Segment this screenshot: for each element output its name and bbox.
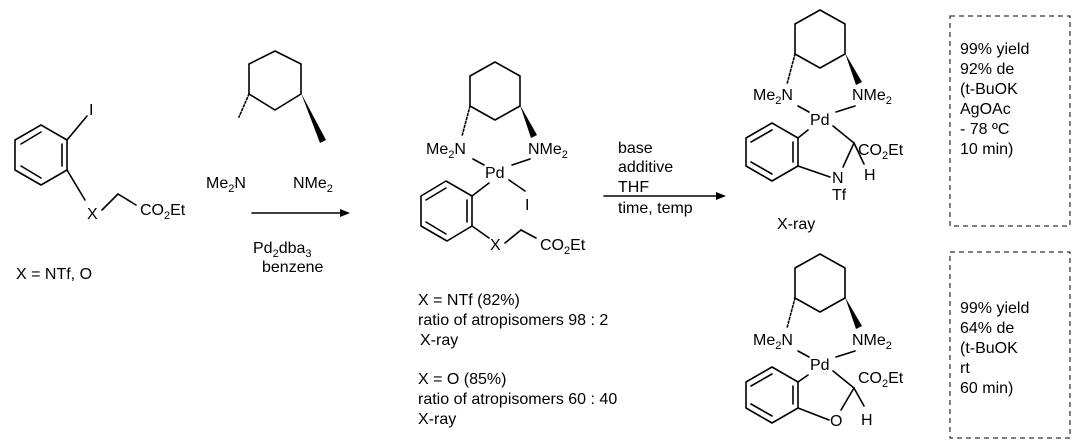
complex-ester-label: CO2Et xyxy=(540,237,586,257)
reaction-arrow-2 xyxy=(603,192,726,200)
box1-line: (t-BuOK xyxy=(960,81,1018,98)
palladium-complex: Me2N NMe2 Pd I X CO2Et xyxy=(420,61,586,257)
p2-benzene-ring xyxy=(745,366,799,424)
iodine-label: I xyxy=(89,102,93,119)
box2-line: 64% de xyxy=(960,320,1014,337)
complex-benzene-ring xyxy=(420,180,473,242)
box1-line: - 78 ºC xyxy=(960,121,1009,138)
p1-benzene-ring xyxy=(745,122,799,182)
box1-line: AgOAc xyxy=(960,101,1011,118)
p1-ester-label: CO2Et xyxy=(858,142,904,162)
result-ntf: X = NTf (82%) xyxy=(418,292,520,309)
c-i-bond xyxy=(66,115,88,141)
result-ntf-ratio: ratio of atropisomers 98 : 2 xyxy=(418,312,608,329)
box2-line: 60 min) xyxy=(960,380,1013,397)
p2-pd-label: Pd xyxy=(810,357,830,374)
box2-line: 99% yield xyxy=(960,300,1029,317)
box1-line: 10 min) xyxy=(960,141,1013,158)
result-o-xray: X-ray xyxy=(418,411,456,428)
result-o: X = O (85%) xyxy=(418,371,506,388)
p2-h-label: H xyxy=(861,412,873,429)
pd2dba3-label: Pd2dba3 xyxy=(253,240,312,260)
me2n-label: Me2N xyxy=(206,175,246,195)
complex-nme2-label: NMe2 xyxy=(528,141,568,161)
complex-pd-label: Pd xyxy=(485,165,505,182)
p2-nme2-label: NMe2 xyxy=(852,332,892,352)
condition-additive: additive xyxy=(618,159,673,176)
p1-n-label: N xyxy=(832,170,844,187)
product-ntf: Me2N NMe2 Pd CO2Et H N Tf X-ray xyxy=(745,9,904,233)
starting-material: I X CO2Et X = NTf, O xyxy=(14,102,186,283)
solvent-label: benzene xyxy=(262,259,323,276)
x-label: X xyxy=(87,206,98,223)
result-ntf-xray: X-ray xyxy=(420,332,458,349)
p1-me2n-label: Me2N xyxy=(753,87,793,107)
box2-line: rt xyxy=(960,360,970,377)
p1-h-label: H xyxy=(864,167,876,184)
condition-time: time, temp xyxy=(618,200,693,217)
box1-line: 92% de xyxy=(960,61,1014,78)
result-box-1: 99% yield 92% de (t-BuOK AgOAc - 78 ºC 1… xyxy=(949,15,1071,227)
box2-line: (t-BuOK xyxy=(960,340,1018,357)
p2-ester-label: CO2Et xyxy=(858,370,904,390)
x-definition: X = NTf, O xyxy=(16,266,92,283)
p1-tf-label: Tf xyxy=(832,187,847,204)
result-box-2: 99% yield 64% de (t-BuOK rt 60 min) xyxy=(949,251,1071,439)
complex-iodine-label: I xyxy=(525,197,529,214)
product-o: Me2N NMe2 Pd CO2Et H O xyxy=(745,253,904,430)
complex-x-label: X xyxy=(490,237,501,254)
p1-xray-label: X-ray xyxy=(777,216,815,233)
p2-o-label: O xyxy=(830,413,842,430)
nme2-label: NMe2 xyxy=(293,175,333,195)
box1-line: 99% yield xyxy=(960,41,1029,58)
condition-base: base xyxy=(618,140,653,157)
ester-label: CO2Et xyxy=(140,202,186,222)
p1-nme2-label: NMe2 xyxy=(852,87,892,107)
complex-me2n-label: Me2N xyxy=(426,141,466,161)
condition-solvent: THF xyxy=(618,179,649,196)
reaction-arrow-1 xyxy=(251,209,350,217)
complex-results: X = NTf (82%) ratio of atropisomers 98 :… xyxy=(418,292,617,428)
c-x-bond xyxy=(66,169,86,201)
p1-pd-label: Pd xyxy=(810,112,830,129)
p2-me2n-label: Me2N xyxy=(753,332,793,352)
starting-benzene-ring xyxy=(14,124,68,186)
diamine-reagent: Me2N NMe2 xyxy=(206,50,333,195)
result-o-ratio: ratio of atropisomers 60 : 40 xyxy=(418,391,617,408)
